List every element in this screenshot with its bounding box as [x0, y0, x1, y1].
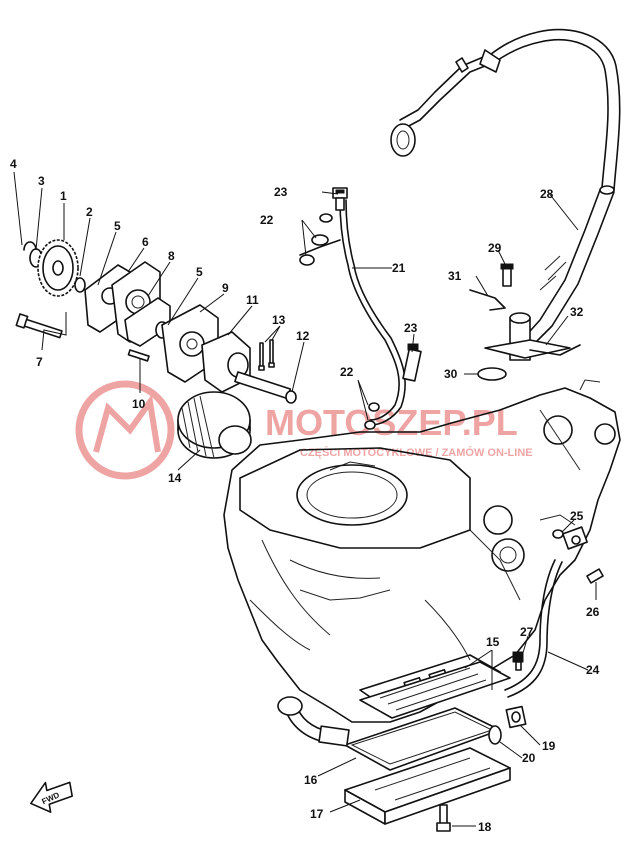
oil-delivery-pipe: [234, 371, 292, 400]
label-part-24: 24: [586, 663, 600, 677]
label-part-10: 10: [132, 397, 146, 411]
label-part-5-lower: 5: [196, 265, 203, 279]
oil-filter-group: [177, 331, 297, 459]
pipe-bolt: [586, 568, 604, 584]
pipe-washer: [552, 529, 564, 539]
oil-filter-element: [177, 391, 252, 459]
pipe-union: [505, 705, 527, 729]
watermark: MOTOSZEP.PL CZĘŚCI MOTOCYKLOWE / ZAMÓW O…: [75, 380, 533, 480]
label-part-2: 2: [86, 205, 93, 219]
label-part-21: 21: [392, 261, 406, 275]
label-part-25: 25: [570, 509, 584, 523]
oil-tank-fitting: [469, 263, 581, 381]
label-part-12: 12: [296, 329, 310, 343]
watermark-logo-icon: [75, 380, 175, 480]
label-part-14: 14: [168, 471, 182, 485]
label-part-15: 15: [486, 635, 500, 649]
oil-delivery-pipe-21: [299, 187, 422, 430]
oil-pump-assembly: [15, 239, 219, 383]
oil-pipe-24: [504, 526, 604, 698]
dowel-pin: [127, 349, 150, 362]
label-part-4: 4: [10, 157, 17, 171]
watermark-tagline: CZĘŚCI MOTOCYKLOWE / ZAMÓW ON-LINE: [300, 446, 533, 459]
drain-hose-fitting: [277, 696, 303, 716]
label-part-6: 6: [142, 235, 149, 249]
pin: [74, 277, 86, 293]
label-part-17: 17: [310, 807, 324, 821]
banjo-bolt: [332, 187, 348, 211]
label-part-1: 1: [60, 189, 67, 203]
part-labels: 1 2 3 4 5 5 6 7 8 9 10 11 12 13 14 15 16…: [10, 157, 600, 834]
label-part-9: 9: [222, 281, 229, 295]
oil-hose-28: [390, 28, 621, 347]
forward-direction-arrow: FWD: [30, 781, 73, 813]
label-part-31: 31: [448, 269, 462, 283]
pump-drive-gear: [37, 239, 79, 297]
label-part-11: 11: [246, 293, 259, 307]
watermark-brand: MOTOSZEP.PL: [265, 402, 518, 443]
label-part-18: 18: [478, 820, 492, 834]
label-part-32: 32: [570, 305, 584, 319]
label-part-7: 7: [36, 355, 43, 369]
label-part-26: 26: [586, 605, 600, 619]
leader-lines: [13, 171, 597, 827]
copper-washer: [299, 254, 315, 266]
label-part-30: 30: [444, 367, 458, 381]
label-part-20: 20: [522, 751, 536, 765]
label-part-22-lower: 22: [340, 365, 354, 379]
label-part-19: 19: [542, 739, 556, 753]
label-part-23-upper: 23: [274, 185, 288, 199]
o-ring: [477, 367, 507, 381]
label-part-29: 29: [488, 241, 502, 255]
label-part-3: 3: [38, 174, 45, 188]
hose-clip: [469, 289, 506, 311]
oil-strainer: [359, 661, 511, 719]
label-part-13: 13: [272, 313, 286, 327]
oil-sump-group: [277, 661, 527, 832]
label-part-28: 28: [540, 187, 554, 201]
label-part-16: 16: [304, 773, 318, 787]
hose-fitting: [390, 123, 416, 157]
label-part-27: 27: [520, 625, 534, 639]
label-part-5-upper: 5: [114, 219, 121, 233]
cover-bolt: [512, 651, 524, 663]
label-part-8: 8: [168, 249, 175, 263]
fitting-bolt: [502, 267, 512, 287]
label-part-22-upper: 22: [260, 213, 274, 227]
label-part-23-lower: 23: [404, 321, 418, 335]
bolt: [15, 313, 63, 339]
union-o-ring: [488, 725, 502, 745]
copper-washer: [319, 213, 333, 223]
